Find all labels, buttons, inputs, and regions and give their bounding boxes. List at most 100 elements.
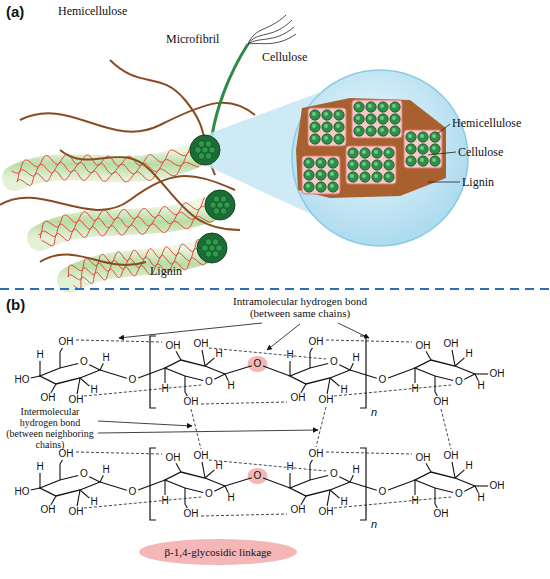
chemical-bond bbox=[435, 392, 437, 396]
microfibril-end bbox=[190, 135, 220, 165]
cellulose-bundle bbox=[392, 104, 396, 108]
cellulose-bundle bbox=[406, 156, 416, 166]
hydrogen-bond bbox=[209, 460, 326, 471]
cellulose-bundle bbox=[310, 122, 320, 132]
atom-label: OH bbox=[59, 337, 74, 347]
cellulose-bundle bbox=[430, 132, 440, 142]
atom-label: n bbox=[371, 407, 377, 418]
cellulose-bundle bbox=[390, 102, 400, 112]
atom-label: OH bbox=[291, 393, 306, 403]
atom-label: H bbox=[102, 465, 109, 475]
cellulose-bundle bbox=[334, 134, 344, 144]
cellulose-bundle bbox=[366, 126, 376, 136]
chemical-bond bbox=[289, 473, 290, 488]
leader-line bbox=[428, 182, 460, 183]
cellulose-bundle bbox=[406, 144, 416, 154]
cellulose-bundle bbox=[384, 172, 394, 182]
cellulose-bundle bbox=[406, 132, 416, 142]
cellulose-bundle bbox=[404, 130, 442, 168]
microfibril-end bbox=[220, 208, 226, 214]
microfibril-band bbox=[15, 150, 205, 178]
chemical-bond bbox=[205, 470, 214, 478]
microfibril-end bbox=[216, 245, 222, 251]
cellulose-bundle bbox=[312, 112, 316, 116]
chemical-bond bbox=[464, 486, 475, 491]
chemical-bond bbox=[350, 370, 377, 378]
atom-label: OH bbox=[434, 509, 449, 519]
atom-label: O bbox=[379, 487, 387, 497]
atom-label: OH bbox=[416, 341, 431, 351]
cellulose-bundle bbox=[372, 148, 382, 158]
cellulose-bundle bbox=[348, 172, 358, 182]
cellulose-bundle bbox=[350, 150, 354, 154]
atom-label: OH bbox=[59, 449, 74, 459]
chemical-bond bbox=[350, 363, 353, 370]
ring-bond bbox=[415, 360, 475, 376]
cellulose-bundle bbox=[418, 132, 428, 142]
linkage-highlight bbox=[248, 468, 268, 484]
cellulose-bundle bbox=[328, 182, 338, 192]
cellulose-bundle bbox=[384, 160, 394, 170]
chemical-bond bbox=[164, 368, 165, 383]
chemical-bond bbox=[289, 361, 290, 376]
cellulose-bundle bbox=[354, 126, 364, 136]
pointer-arrow bbox=[98, 323, 369, 433]
cellulose-bundle bbox=[328, 158, 338, 168]
cellulose-bundle bbox=[322, 122, 332, 132]
atom-label: H bbox=[465, 349, 472, 359]
hydrogen-bond bbox=[334, 385, 451, 396]
cellulose-bundle bbox=[330, 172, 334, 176]
chemical-bond bbox=[225, 478, 252, 486]
hydrogen-bond bbox=[76, 452, 162, 454]
hydrogen-bond bbox=[76, 340, 451, 516]
pointer-arrow bbox=[119, 323, 262, 338]
atom-label: OH bbox=[291, 505, 306, 515]
cellulose-bundle bbox=[348, 160, 358, 170]
chemical-bond bbox=[31, 488, 40, 490]
cellulose-bundle bbox=[362, 174, 366, 178]
cellulose-bundle bbox=[406, 156, 416, 166]
chemical-bond bbox=[89, 477, 100, 482]
cellulose-bundle bbox=[324, 124, 328, 128]
cellulose-bundle bbox=[316, 182, 326, 192]
cellulose-bundle bbox=[302, 156, 340, 194]
chemical-bond bbox=[31, 376, 40, 378]
cellulose-bundle bbox=[350, 174, 354, 178]
chemical-bond bbox=[339, 365, 350, 370]
cellulose-bundle bbox=[354, 102, 364, 112]
microfibril-end bbox=[190, 135, 220, 165]
cellulose-bundle bbox=[306, 172, 310, 176]
cellulose-bundle bbox=[302, 100, 442, 194]
cellulose-bundle bbox=[432, 134, 436, 138]
atom-label: H bbox=[215, 349, 222, 359]
cellulose-bundle bbox=[322, 134, 332, 144]
cellulose-bundle bbox=[322, 122, 332, 132]
part-label: Lignin bbox=[462, 175, 494, 190]
cellulose-bundle bbox=[368, 104, 372, 108]
part-label: Lignin bbox=[150, 264, 182, 279]
microfibril-end bbox=[210, 202, 216, 208]
cellulose-bundle bbox=[334, 110, 344, 120]
highlight-ellipse: β-1,4-glycosidic linkage bbox=[138, 538, 298, 566]
atom-label: O bbox=[455, 489, 463, 499]
cellulose-bundle bbox=[390, 114, 400, 124]
ellipse-shape bbox=[139, 539, 297, 565]
cellulose-structure bbox=[31, 323, 488, 520]
microfibril-end bbox=[202, 147, 208, 153]
chemical-bond bbox=[426, 463, 431, 472]
cellulose-bundle bbox=[374, 174, 378, 178]
cellulose-bundle bbox=[308, 108, 346, 146]
leader-line bbox=[428, 152, 456, 155]
microfibril-end bbox=[213, 208, 219, 214]
chemical-bond bbox=[330, 378, 339, 386]
ring-bond bbox=[290, 480, 350, 496]
chemical-bond bbox=[202, 462, 205, 478]
chemical-bond bbox=[435, 376, 453, 381]
atom-label: H bbox=[340, 385, 347, 395]
lignin-strand bbox=[0, 176, 235, 210]
cellulose-bundle bbox=[360, 148, 370, 158]
chemical-bond bbox=[464, 374, 475, 379]
atom-label: OH bbox=[444, 339, 459, 349]
chemical-bond bbox=[164, 480, 165, 495]
